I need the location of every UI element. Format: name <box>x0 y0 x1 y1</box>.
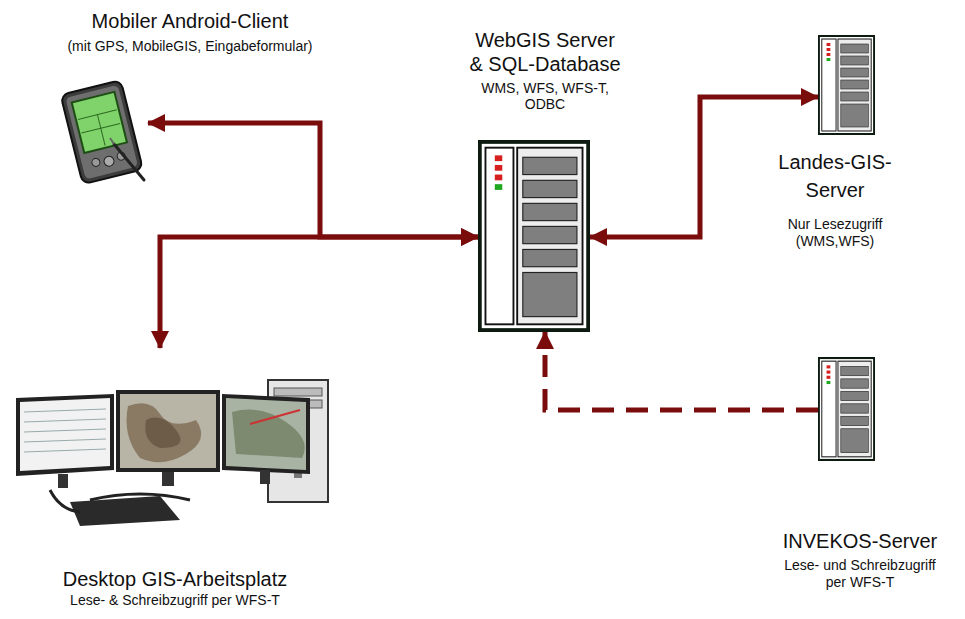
server-icon <box>478 140 590 332</box>
node-title: Mobiler Android-Client <box>20 9 360 33</box>
network-node: Desktop GIS-ArbeitsplatzLese- & Schreibz… <box>0 565 350 617</box>
workstation-illustration <box>10 350 332 532</box>
node-title: Landes-GIS-Server <box>775 148 895 204</box>
node-subtitle: Lese- und Schreibzugriff per WFS-T <box>780 557 940 591</box>
network-node: Landes-GIS-ServerNur Lesezugriff (WMS,WF… <box>740 140 930 257</box>
server-icon <box>818 357 875 461</box>
node-subtitle: WMS, WFS, WFS-T, ODBC <box>470 80 620 112</box>
node-title: WebGIS Server & SQL-Database <box>467 28 623 76</box>
node-subtitle: (mit GPS, MobileGIS, Eingabeformular) <box>20 37 360 55</box>
connector <box>160 237 478 348</box>
node-subtitle: Lese- & Schreibzugriff per WFS-T <box>0 592 350 609</box>
network-node: INVEKOS-ServerLese- und Schreibzugriff p… <box>760 525 960 602</box>
network-node: WebGIS Server & SQL-DatabaseWMS, WFS, WF… <box>440 25 650 122</box>
node-title: INVEKOS-Server <box>760 529 960 553</box>
node-subtitle: Nur Lesezugriff (WMS,WFS) <box>770 216 900 250</box>
pda-icon <box>52 72 152 187</box>
connector <box>545 332 818 410</box>
node-title: Desktop GIS-Arbeitsplatz <box>0 567 350 591</box>
network-node: Mobiler Android-Client (mit GPS, MobileGI… <box>20 5 360 69</box>
server-icon <box>818 35 875 135</box>
connector <box>148 123 478 237</box>
